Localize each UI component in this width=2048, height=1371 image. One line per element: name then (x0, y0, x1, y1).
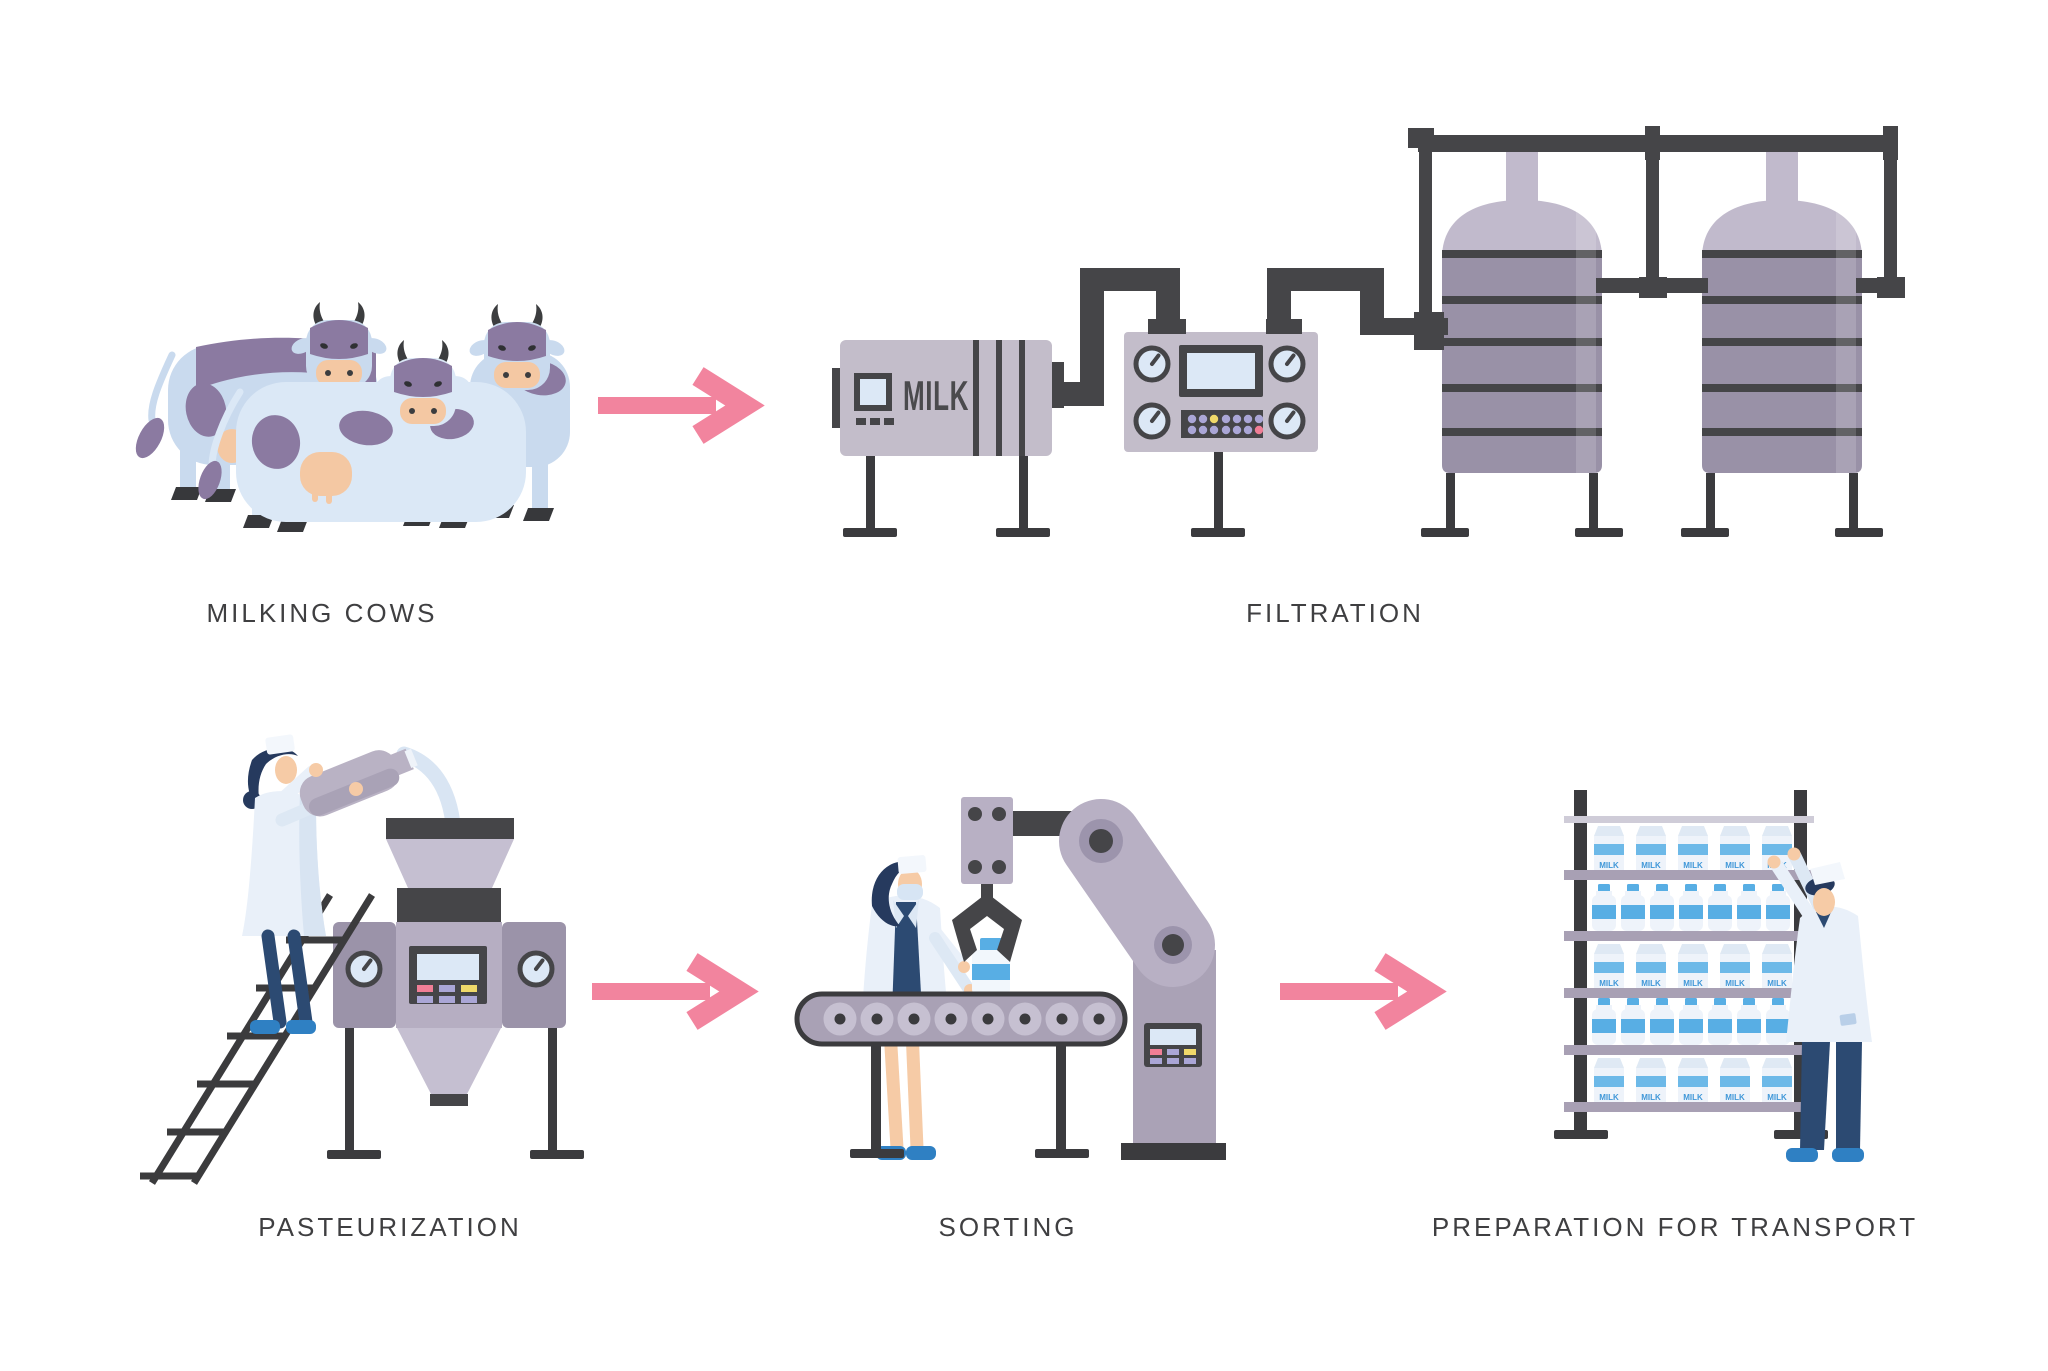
shelf-row-cartons (1594, 826, 1792, 870)
storage-tank-2 (1681, 150, 1883, 537)
pasteurization-machine (140, 734, 584, 1185)
worker-shoe (286, 1020, 316, 1034)
gauge-icon (520, 953, 552, 985)
flow-arrow-icon (592, 955, 762, 1029)
gauge-icon (1136, 348, 1168, 380)
milk-tank: MILK (832, 340, 1052, 537)
worker-cap (1810, 862, 1845, 885)
roller-icon (1045, 1002, 1079, 1036)
stage-label-sorting: SORTING (938, 1212, 1078, 1242)
cow-front (198, 340, 526, 532)
roller-icon (1082, 1002, 1116, 1036)
machine-panel (409, 946, 487, 1004)
milk-bottle (972, 938, 1010, 996)
machine-body (327, 818, 584, 1159)
ladder (140, 893, 375, 1185)
robot-panel (1144, 1023, 1202, 1067)
gauge-icon (1271, 405, 1303, 437)
worker-stocking (1767, 847, 1872, 1162)
gauge-icon (1271, 348, 1303, 380)
roller-icon (934, 1002, 968, 1036)
pipes (1052, 126, 1905, 408)
worker-pouring (242, 734, 418, 1034)
conveyor-belt (794, 991, 1128, 1158)
flow-arrow-icon (1280, 955, 1450, 1029)
stage-label-pasteurization: PASTEURIZATION (258, 1212, 522, 1242)
storage-tank-1 (1421, 150, 1623, 537)
shelf-row-bottles (1592, 884, 1790, 931)
worker-cap (897, 855, 927, 874)
shelf-row-cartons (1594, 944, 1792, 988)
worker-shoe (1832, 1148, 1864, 1162)
transport-shelf (1554, 790, 1872, 1162)
cow-udder (300, 452, 352, 496)
worker-face (1813, 888, 1835, 916)
shelf-row-cartons (1594, 1058, 1792, 1102)
worker-shoe (250, 1020, 280, 1034)
stage-label-filtration: FILTRATION (1246, 598, 1424, 628)
stage-label-milking-cows: MILKING COWS (206, 598, 438, 628)
control-panel (1124, 332, 1318, 537)
cow-tail (148, 351, 176, 424)
cow-tail (208, 388, 244, 470)
roller-icon (860, 1002, 894, 1036)
roller-icon (897, 1002, 931, 1036)
cows-illustration (135, 302, 570, 532)
panel-keypad (1181, 410, 1264, 438)
milk-jug (299, 748, 418, 817)
worker-face (275, 756, 297, 784)
worker-mask (897, 884, 923, 900)
shelf-row-bottles (1592, 998, 1790, 1045)
flow-arrow-icon (598, 369, 768, 443)
gripper-claw (952, 893, 1022, 962)
worker-shoe (1786, 1148, 1818, 1162)
milk-tank-label: MILK (903, 373, 969, 420)
roller-icon (823, 1002, 857, 1036)
roller-icon (971, 1002, 1005, 1036)
sorting-station (794, 797, 1226, 1160)
worker-cap (265, 734, 295, 755)
robotic-arm (952, 797, 1226, 1160)
gauge-icon (348, 953, 380, 985)
worker-shoe (906, 1146, 936, 1160)
filtration-machinery: MILK (832, 126, 1905, 537)
roller-icon (1008, 1002, 1042, 1036)
gauge-icon (1136, 405, 1168, 437)
stage-label-preparation-for-transport: PREPARATION FOR TRANSPORT (1431, 1212, 1919, 1242)
